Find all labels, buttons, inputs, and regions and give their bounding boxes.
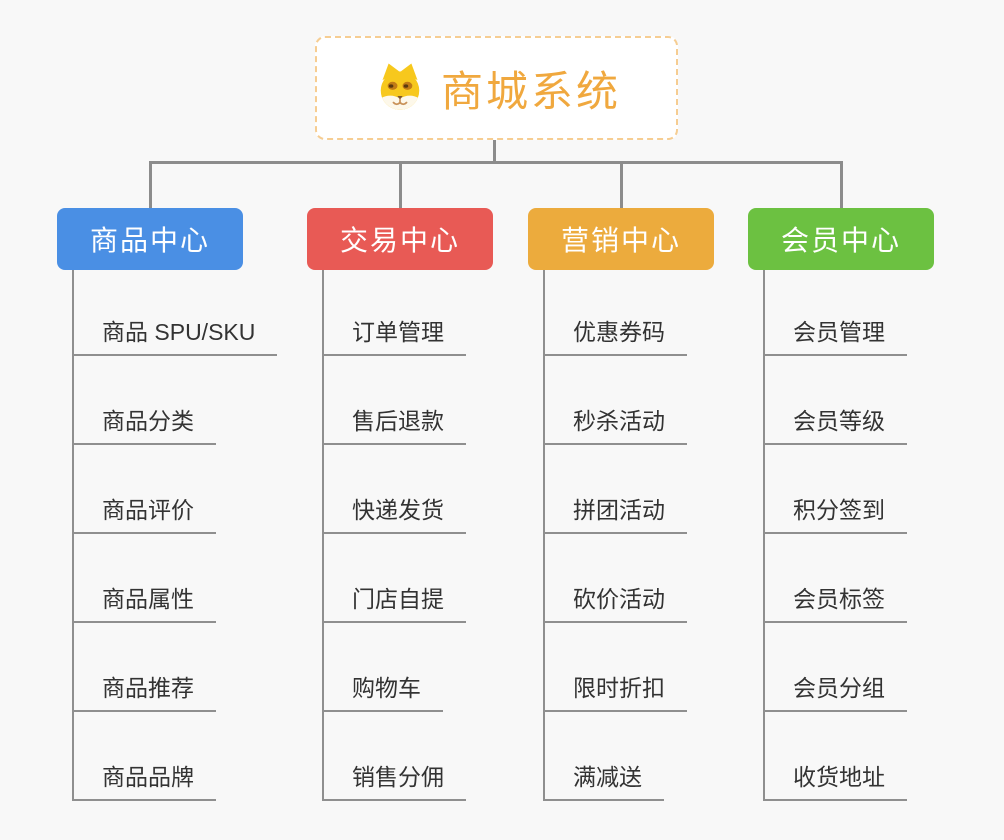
dog-face-icon	[372, 60, 428, 116]
topic-item[interactable]: 商品属性	[72, 586, 216, 623]
branch-label: 会员中心	[780, 225, 901, 256]
topic-item[interactable]: 砍价活动	[543, 586, 687, 623]
topic-item[interactable]: 商品品牌	[72, 764, 216, 801]
topic-item[interactable]: 订单管理	[322, 319, 466, 356]
topic-item[interactable]: 会员分组	[763, 675, 907, 712]
branch-node[interactable]: 营销中心	[528, 208, 714, 270]
connector-line	[399, 161, 402, 208]
topic-item[interactable]: 快递发货	[322, 497, 466, 534]
topic-item[interactable]: 积分签到	[763, 497, 907, 534]
branch-child-line	[322, 270, 324, 800]
topic-item[interactable]: 满减送	[543, 764, 664, 801]
topic-item[interactable]: 收货地址	[763, 764, 907, 801]
branch-child-line	[763, 270, 765, 800]
branch-node[interactable]: 商品中心	[57, 208, 243, 270]
branch-child-line	[543, 270, 545, 800]
topic-item[interactable]: 会员等级	[763, 408, 907, 445]
connector-line	[149, 161, 843, 164]
topic-item[interactable]: 购物车	[322, 675, 443, 712]
topic-item[interactable]: 拼团活动	[543, 497, 687, 534]
topic-item[interactable]: 门店自提	[322, 586, 466, 623]
topic-item[interactable]: 商品评价	[72, 497, 216, 534]
branch-node[interactable]: 交易中心	[307, 208, 493, 270]
topic-item[interactable]: 商品分类	[72, 408, 216, 445]
topic-item[interactable]: 秒杀活动	[543, 408, 687, 445]
topic-item[interactable]: 商品 SPU/SKU	[72, 319, 278, 356]
branch-label: 交易中心	[339, 225, 460, 256]
topic-item[interactable]: 销售分佣	[322, 764, 466, 801]
branch-label: 营销中心	[560, 225, 681, 256]
topic-item[interactable]: 会员管理	[763, 319, 907, 356]
connector-line	[620, 161, 623, 208]
connector-line	[493, 140, 496, 164]
connector-line	[149, 161, 152, 208]
root-node[interactable]: 商城系统	[315, 36, 678, 140]
topic-item[interactable]: 会员标签	[763, 586, 907, 623]
branch-node[interactable]: 会员中心	[748, 208, 934, 270]
root-title: 商城系统	[440, 67, 621, 115]
topic-item[interactable]: 商品推荐	[72, 675, 216, 712]
branch-label: 商品中心	[89, 225, 210, 256]
connector-line	[840, 161, 843, 208]
topic-item[interactable]: 优惠券码	[543, 319, 687, 356]
branch-child-line	[72, 270, 74, 800]
topic-item[interactable]: 限时折扣	[543, 675, 687, 712]
topic-item[interactable]: 售后退款	[322, 408, 466, 445]
